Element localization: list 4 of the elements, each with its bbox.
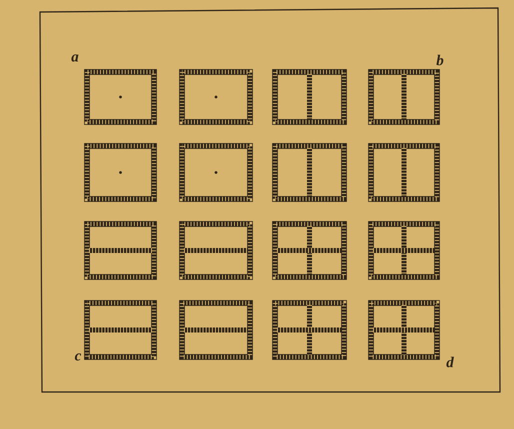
corner-label: b xyxy=(436,54,444,66)
corner-label: c xyxy=(74,353,82,361)
corner-label: d xyxy=(446,356,454,368)
corner-label: a xyxy=(71,54,78,62)
